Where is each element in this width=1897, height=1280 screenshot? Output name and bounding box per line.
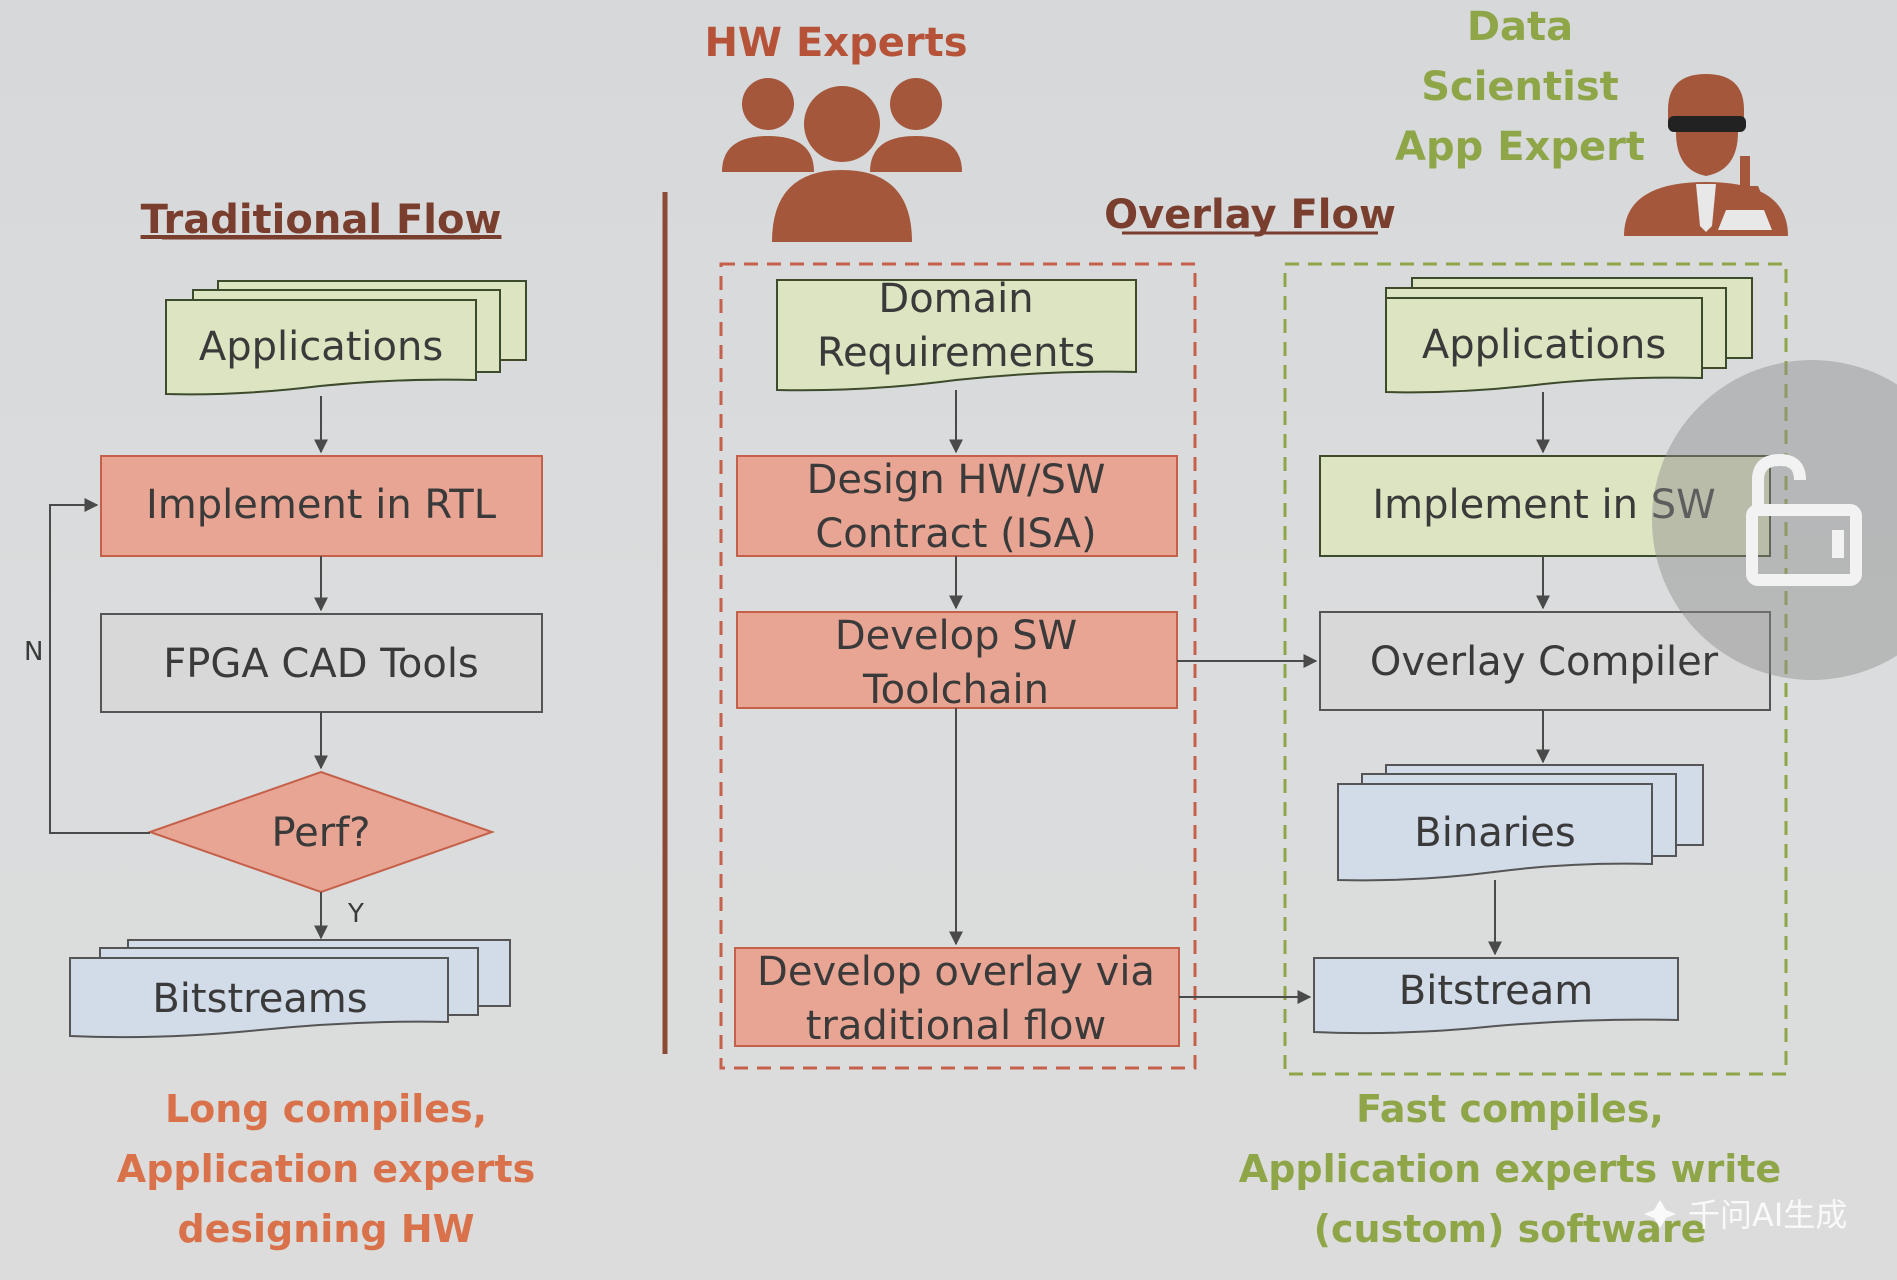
scientist-title-line-2: Scientist — [1421, 64, 1619, 110]
hw-experts-group — [719, 262, 1197, 1070]
overlay-bitstream-label: Bitstream — [1399, 968, 1593, 1014]
perf-decision: Perf? — [146, 770, 496, 894]
design-contract-box: Design HW/SW Contract (ISA) — [736, 455, 1178, 557]
overlay-compiler-box: Overlay Compiler — [1319, 611, 1771, 711]
watermark-text: 千问AI生成 — [1688, 1196, 1847, 1234]
overlay-caption-line-3: (custom) software — [1314, 1207, 1707, 1251]
overlay-caption-line-1: Fast compiles, — [1356, 1087, 1664, 1131]
overlay-flow-title: Overlay Flow — [1104, 192, 1396, 238]
develop-toolchain-line-2: Toolchain — [862, 667, 1049, 713]
perf-decision-label: Perf? — [271, 810, 370, 856]
unlock-overlay-button[interactable] — [1652, 360, 1897, 680]
fpga-cad-tools-label: FPGA CAD Tools — [163, 641, 479, 687]
develop-toolchain-line-1: Develop SW — [835, 613, 1077, 659]
people-group-icon — [722, 78, 962, 242]
scientist-title-line-3: App Expert — [1395, 124, 1645, 170]
traditional-bitstreams-label: Bitstreams — [152, 976, 367, 1022]
domain-requirements-doc: Domain Requirements — [776, 276, 1137, 392]
develop-overlay-box: Develop overlay via traditional flow — [734, 947, 1180, 1049]
traditional-caption: Long compiles, Application experts desig… — [117, 1087, 535, 1251]
traditional-applications-label: Applications — [199, 324, 443, 370]
yes-label: Y — [347, 899, 364, 929]
traditional-caption-line-1: Long compiles, — [165, 1087, 487, 1131]
develop-toolchain-box: Develop SW Toolchain — [736, 611, 1178, 713]
no-label: N — [24, 637, 43, 667]
develop-overlay-line-1: Develop overlay via — [757, 949, 1155, 995]
overlay-applications-label: Applications — [1422, 322, 1666, 368]
traditional-bitstreams-doc: Bitstreams — [69, 939, 511, 1039]
app-experts-group — [1283, 262, 1788, 1076]
binaries-doc: Binaries — [1337, 764, 1704, 882]
overlay-compiler-label: Overlay Compiler — [1370, 639, 1719, 685]
scientist-title: Data Scientist App Expert — [1395, 4, 1645, 170]
overlay-applications-doc: Applications — [1385, 277, 1753, 394]
develop-overlay-line-2: traditional flow — [806, 1003, 1107, 1049]
implement-sw-box: Implement in SW — [1319, 455, 1771, 557]
design-contract-line-1: Design HW/SW — [807, 457, 1106, 503]
sparkle-icon — [1644, 1200, 1676, 1228]
fpga-cad-tools-box: FPGA CAD Tools — [100, 613, 543, 713]
overlay-caption: Fast compiles, Application experts write… — [1239, 1087, 1781, 1251]
traditional-caption-line-2: Application experts — [117, 1147, 535, 1191]
traditional-applications-doc: Applications — [165, 280, 527, 396]
domain-requirements-line-1: Domain — [878, 276, 1033, 322]
scientist-title-line-1: Data — [1467, 4, 1573, 50]
implement-sw-label: Implement in SW — [1372, 482, 1715, 528]
binaries-label: Binaries — [1414, 810, 1575, 856]
hw-experts-title: HW Experts — [704, 20, 967, 66]
traditional-flow-title: Traditional Flow — [141, 197, 502, 243]
implement-rtl-box: Implement in RTL — [100, 455, 543, 557]
unlock-icon — [1746, 453, 1862, 586]
domain-requirements-line-2: Requirements — [817, 330, 1095, 376]
traditional-caption-line-3: designing HW — [177, 1207, 474, 1251]
scientist-icon — [1624, 74, 1788, 236]
watermark: 千问AI生成 — [1644, 1196, 1847, 1234]
design-contract-line-2: Contract (ISA) — [815, 511, 1096, 557]
implement-rtl-label: Implement in RTL — [146, 482, 497, 528]
overlay-caption-line-2: Application experts write — [1239, 1147, 1781, 1191]
overlay-bitstream-doc: Bitstream — [1313, 957, 1679, 1035]
